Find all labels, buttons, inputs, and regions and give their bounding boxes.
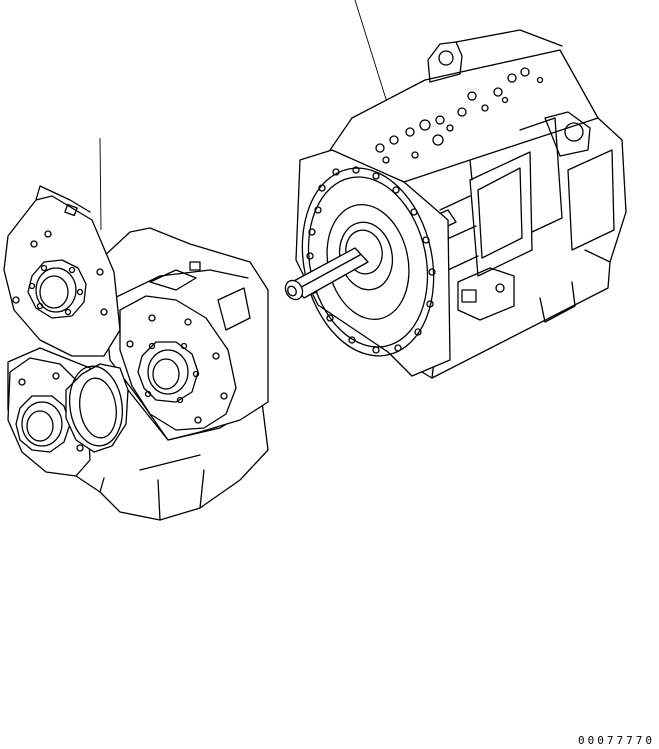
torque-converter-housing — [284, 29, 627, 379]
upper-left-bearing-cage — [27, 259, 87, 319]
lower-left-bearing-cage — [15, 395, 71, 453]
flange-bolt-holes — [306, 166, 436, 354]
transmission-assembly — [3, 185, 269, 521]
part-number-label: 00077770 — [578, 734, 655, 747]
output-ring — [65, 363, 129, 453]
leader-line-torque-converter — [354, 0, 391, 113]
top-deck-ports — [375, 67, 544, 164]
leader-line-transmission — [99, 137, 102, 231]
output-shaft — [284, 247, 369, 301]
right-bearing-cage — [137, 341, 200, 404]
